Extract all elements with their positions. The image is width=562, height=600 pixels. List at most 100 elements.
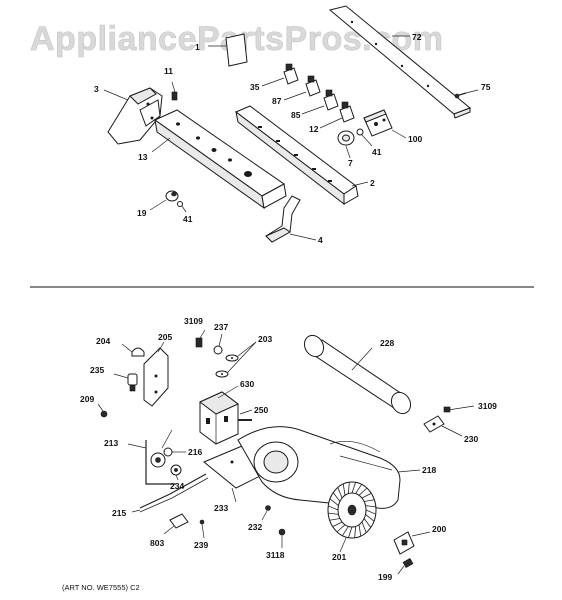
part-3109-screw-right[interactable] — [443, 405, 475, 413]
callout-3118: 3118 — [266, 550, 285, 560]
callout-19: 19 — [137, 208, 147, 218]
part-205-bracket[interactable] — [143, 341, 169, 407]
callout-87: 87 — [272, 96, 282, 106]
part-215-drive-belt[interactable] — [131, 473, 209, 513]
callout-3: 3 — [94, 84, 99, 94]
part-19-knob[interactable] — [149, 190, 179, 211]
callout-100: 100 — [408, 134, 422, 144]
part-232-screw[interactable] — [261, 505, 271, 521]
part-213-idler-arm[interactable] — [127, 429, 176, 485]
part-237-thermostat[interactable] — [213, 333, 223, 355]
blower-fin — [347, 482, 350, 494]
callout-3109-right: 3109 — [478, 401, 497, 411]
callout-237: 237 — [214, 322, 228, 332]
blower-fin — [365, 509, 376, 515]
blower-fin — [328, 505, 339, 511]
callout-213: 213 — [104, 438, 118, 448]
blower-fin — [342, 526, 349, 536]
part-85-switch[interactable] — [301, 89, 339, 115]
part-199-screw[interactable] — [397, 557, 414, 575]
part-2-control-panel-frame[interactable] — [235, 105, 369, 206]
part-3109-screw-upper[interactable] — [195, 329, 206, 348]
part-201-blower-wheel[interactable] — [327, 481, 377, 553]
part-203-thermostats[interactable] — [215, 341, 257, 378]
callout-199: 199 — [378, 572, 392, 582]
part-35-rotary-switch[interactable] — [261, 63, 299, 87]
blower-fin — [361, 493, 372, 499]
part-218-blower-housing[interactable] — [237, 426, 421, 509]
callout-239: 239 — [194, 540, 208, 550]
upper-assembly — [103, 5, 479, 243]
part-250-motor[interactable] — [199, 385, 253, 445]
callout-205: 205 — [158, 332, 172, 342]
callout-2: 2 — [370, 178, 375, 188]
blower-fin — [342, 483, 346, 496]
blower-fin — [328, 512, 339, 515]
blower-fin — [363, 518, 372, 528]
part-41-lamp-upper[interactable] — [356, 128, 373, 147]
part-3118-screw[interactable] — [278, 528, 286, 548]
blower-fin — [365, 514, 375, 522]
part-803-clip[interactable] — [163, 513, 189, 535]
blower-fin — [329, 518, 340, 521]
callout-11: 11 — [164, 66, 173, 76]
callout-13: 13 — [138, 152, 148, 162]
part-209-screw[interactable] — [97, 403, 108, 418]
part-12-switch[interactable] — [319, 101, 355, 129]
part-100-timer[interactable] — [363, 109, 407, 139]
callout-228: 228 — [380, 338, 394, 348]
blower-fin — [351, 482, 356, 494]
part-216-pulley[interactable] — [163, 447, 186, 457]
callouts-upper: 1 72 3 11 35 75 87 85 12 100 41 7 13 2 1… — [94, 32, 491, 245]
part-200-switch[interactable] — [393, 531, 431, 555]
callout-204: 204 — [96, 336, 110, 346]
callout-200: 200 — [432, 524, 446, 534]
part-87-switch[interactable] — [283, 75, 321, 101]
callout-630: 630 — [240, 379, 254, 389]
blower-fin — [332, 492, 341, 502]
callout-803: 803 — [150, 538, 164, 548]
blower-fin — [365, 505, 376, 508]
callout-75: 75 — [481, 82, 491, 92]
lower-assembly — [97, 329, 475, 575]
callout-216: 216 — [188, 447, 202, 457]
part-3-end-cap[interactable] — [103, 87, 163, 145]
part-230-sensor[interactable] — [423, 415, 463, 437]
part-239-screw[interactable] — [199, 519, 205, 539]
part-13-front-panel[interactable] — [151, 109, 287, 210]
callout-233: 233 — [214, 503, 228, 513]
blower-fin — [337, 487, 343, 499]
blower-fin — [354, 526, 357, 538]
blower-fin — [364, 499, 375, 502]
part-204-clip[interactable] — [121, 343, 145, 357]
part-72-backsplash-panel[interactable] — [328, 5, 471, 119]
callout-209: 209 — [80, 394, 94, 404]
callout-85: 85 — [291, 110, 301, 120]
callout-35: 35 — [250, 82, 260, 92]
part-41-lamp-lower[interactable] — [177, 201, 187, 213]
blower-fin — [332, 521, 343, 527]
part-1-label-card[interactable] — [208, 33, 248, 67]
part-235-fuse[interactable] — [113, 373, 138, 392]
callout-232: 232 — [248, 522, 262, 532]
callout-4: 4 — [318, 235, 323, 245]
callout-41-lower: 41 — [183, 214, 193, 224]
part-228-heater-duct[interactable] — [301, 332, 415, 417]
callout-230: 230 — [464, 434, 478, 444]
callout-234: 234 — [170, 481, 184, 491]
callout-250: 250 — [254, 405, 268, 415]
blower-fin — [348, 526, 353, 538]
callout-1: 1 — [195, 42, 200, 52]
callout-3109-upper: 3109 — [184, 316, 203, 326]
part-7-knob[interactable] — [337, 130, 355, 159]
blower-fin — [358, 487, 368, 496]
blower-fin — [361, 521, 367, 533]
callout-218: 218 — [422, 465, 436, 475]
part-11-screw[interactable] — [171, 81, 178, 101]
part-234-idler-pulley[interactable] — [170, 464, 182, 481]
part-4-side-bracket[interactable] — [265, 195, 317, 243]
blower-fin — [355, 484, 362, 494]
part-75-screw[interactable] — [454, 89, 479, 99]
callout-12: 12 — [309, 124, 319, 134]
